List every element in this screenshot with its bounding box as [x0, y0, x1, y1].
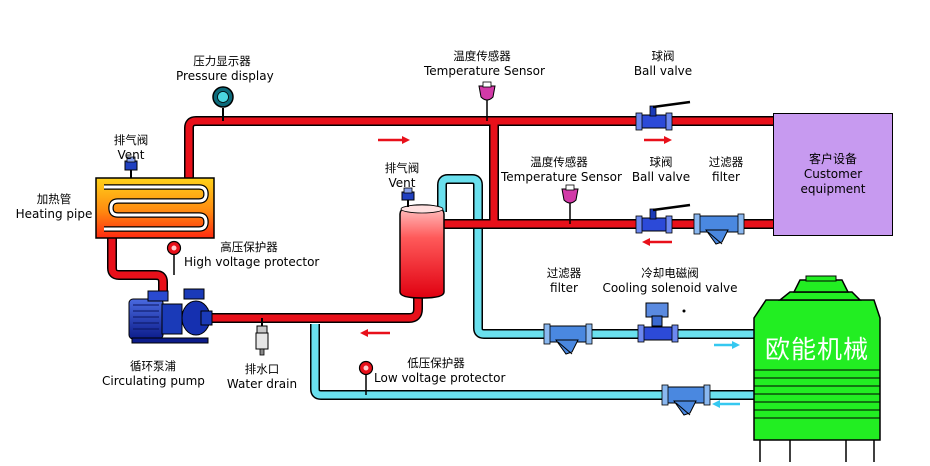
label-circulating-pump: 循环泵浦 Circulating pump — [102, 359, 205, 389]
label-filter-right: 过滤器 filter — [698, 155, 754, 185]
label-en: Temperature Sensor — [424, 64, 545, 78]
flow-arrow-right-top — [378, 136, 410, 144]
temperature-sensor-top-icon — [478, 81, 496, 121]
filter-right-icon — [693, 213, 745, 245]
filter-bottom-icon — [661, 384, 711, 416]
label-en: Low voltage protector — [374, 371, 506, 385]
label-en: Vent — [117, 148, 145, 162]
flow-arrows — [360, 136, 740, 408]
label-pressure-display: 压力显示器 Pressure display — [176, 54, 274, 84]
pressure-display-gauge-icon — [212, 86, 234, 121]
flow-arrow-cyan-left — [712, 400, 740, 408]
label-en: Water drain — [226, 377, 298, 391]
label-low-voltage-protector: 低压保护器 Low voltage protector — [374, 356, 506, 386]
circulating-pump-icon — [128, 288, 213, 344]
label-en: Cooling solenoid valve — [602, 281, 738, 295]
label-cn: 客户设备 — [808, 152, 857, 166]
label-cn: 温度传感器 — [530, 155, 588, 169]
label-cn: 低压保护器 — [407, 356, 465, 370]
cooling-solenoid-valve-icon — [637, 302, 686, 343]
cooling-tower-brand-text: 欧能机械 — [764, 335, 869, 364]
label-high-voltage-protector: 高压保护器 High voltage protector — [184, 240, 320, 270]
label-cn: 球阀 — [649, 155, 673, 169]
label-cn: 排气阀 — [113, 133, 149, 147]
label-vent-tank: 排气阀 Vent — [377, 161, 427, 191]
customer-equipment-box: 客户设备 Customer equipment — [773, 113, 893, 236]
label-vent-heater: 排气阀 Vent — [106, 133, 156, 163]
flow-arrow-cyan-right — [714, 341, 740, 349]
label-en: filter — [712, 170, 740, 184]
heater-vent-valve-icon — [124, 156, 138, 178]
water-tank — [399, 204, 445, 299]
label-water-drain: 排水口 Water drain — [224, 362, 300, 392]
label-cn: 循环泵浦 — [130, 359, 176, 373]
label-cn: 过滤器 — [546, 266, 582, 280]
label-temp-sensor-top: 温度传感器 Temperature Sensor — [424, 49, 545, 79]
tank-vent-valve-icon — [401, 187, 415, 207]
label-cn: 压力显示器 — [193, 54, 251, 68]
label-cn: 球阀 — [651, 49, 675, 63]
label-en: Customer equipment — [800, 167, 866, 196]
cold-water-pipes — [310, 174, 770, 400]
label-cn: 过滤器 — [708, 155, 744, 169]
label-en: Temperature Sensor — [501, 170, 622, 184]
label-en: Pressure display — [176, 69, 274, 83]
label-cn: 冷却电磁阀 — [641, 266, 699, 280]
ball-valve-top-icon — [635, 100, 691, 131]
label-heating-pipe: 加热管 Heating pipe — [14, 192, 94, 222]
cooling-tower — [753, 275, 881, 462]
label-en: High voltage protector — [184, 255, 320, 269]
filter-lower-icon — [543, 323, 593, 355]
hot-water-pipes — [107, 116, 776, 323]
high-voltage-protector-icon — [166, 240, 182, 275]
label-en: Vent — [388, 176, 416, 190]
label-en: Ball valve — [631, 170, 691, 184]
label-en: filter — [550, 281, 578, 295]
label-cn: 温度传感器 — [453, 49, 511, 63]
water-drain-valve-icon — [255, 318, 269, 356]
label-cn: 排气阀 — [384, 161, 420, 175]
label-filter-lower: 过滤器 filter — [536, 266, 592, 296]
label-en: Circulating pump — [102, 374, 205, 388]
label-cn: 排水口 — [244, 362, 280, 376]
flow-arrow-left-mid — [642, 238, 672, 246]
flow-arrow-left-return — [360, 329, 390, 337]
flow-arrow-right-upper — [644, 136, 672, 144]
label-temp-sensor-mid: 温度传感器 Temperature Sensor — [501, 155, 622, 185]
label-cooling-solenoid-valve: 冷却电磁阀 Cooling solenoid valve — [602, 266, 738, 296]
temperature-sensor-mid-icon — [561, 184, 579, 224]
label-cn: 加热管 — [36, 192, 72, 206]
heating-pipe-box — [95, 177, 215, 239]
low-voltage-protector-icon — [358, 360, 374, 395]
label-en: Ball valve — [633, 64, 693, 78]
label-ball-valve-mid: 球阀 Ball valve — [626, 155, 696, 185]
label-ball-valve-top: 球阀 Ball valve — [628, 49, 698, 79]
ball-valve-mid-icon — [635, 203, 691, 234]
label-en: Heating pipe — [15, 207, 93, 221]
label-cn: 高压保护器 — [220, 240, 278, 254]
